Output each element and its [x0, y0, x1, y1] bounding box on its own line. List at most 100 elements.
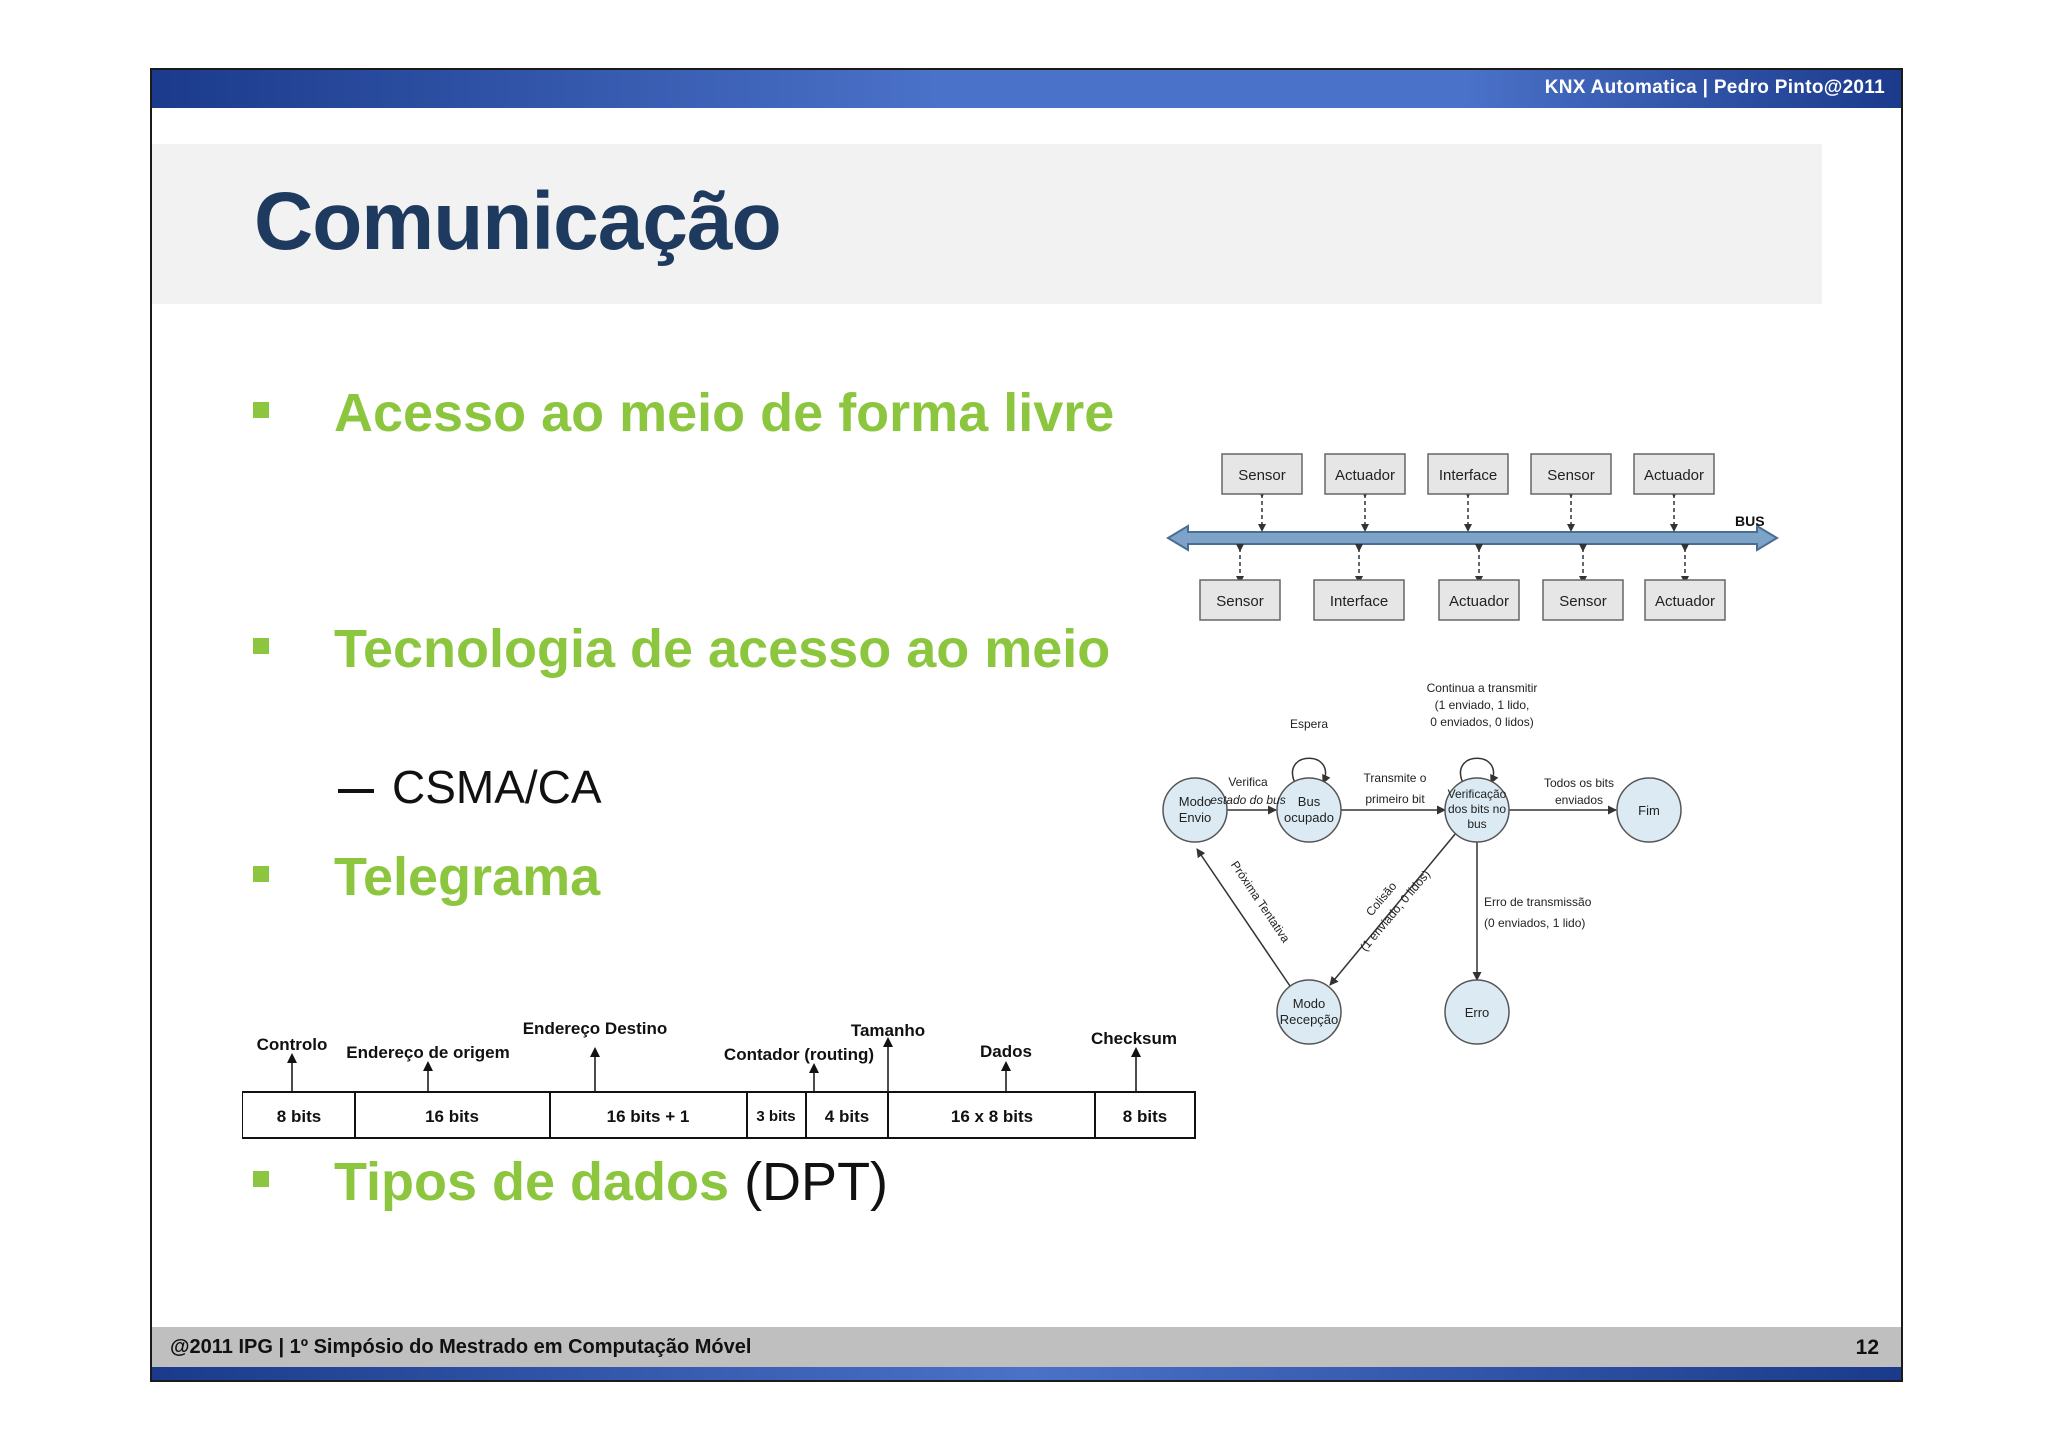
- telegram-field: Endereço de origem: [346, 1043, 510, 1092]
- bus-device: Sensor: [1199, 544, 1281, 621]
- label-todos: enviados: [1555, 793, 1603, 807]
- device-label: Sensor: [1216, 593, 1264, 610]
- bus-device: Actuador: [1438, 544, 1520, 621]
- bullet-marker: [253, 1171, 269, 1187]
- field-label: Endereço de origem: [346, 1043, 509, 1062]
- bus-device: Actuador: [1324, 453, 1406, 532]
- device-label: Actuador: [1449, 593, 1509, 610]
- telegram-field: Dados: [980, 1042, 1032, 1092]
- bus-device: Sensor: [1542, 544, 1624, 621]
- state-verificacao: Verificação dos bits no bus: [1444, 777, 1510, 843]
- field-label: Checksum: [1091, 1029, 1177, 1048]
- bullet-marker: [253, 402, 269, 418]
- state-fim: Fim: [1616, 777, 1682, 843]
- state-label: Erro: [1465, 1005, 1490, 1020]
- page-number: 12: [1855, 1336, 1879, 1359]
- bus-line: [1166, 524, 1779, 552]
- header-bar: [152, 70, 1901, 108]
- bus-device: Actuador: [1633, 453, 1715, 532]
- label-erro-transmissao: (0 enviados, 1 lido): [1484, 916, 1585, 930]
- bullet-text: Telegrama: [334, 847, 601, 907]
- self-loop-arrow: [1459, 757, 1499, 784]
- bus-device: Actuador: [1644, 544, 1726, 621]
- label-todos: Todos os bits: [1544, 776, 1614, 790]
- bus-device: Sensor: [1530, 453, 1612, 532]
- footer-line: [152, 1367, 1901, 1380]
- bus-device: Interface: [1313, 544, 1405, 621]
- bus-device: Interface: [1427, 453, 1509, 532]
- field-label: Dados: [980, 1042, 1032, 1061]
- self-loop-arrow: [1291, 757, 1331, 784]
- transition-arrow: [1329, 832, 1457, 986]
- footer-bar: [152, 1327, 1901, 1367]
- label-verifica: estado do bus: [1210, 793, 1285, 807]
- label-verifica: Verifica: [1228, 775, 1268, 789]
- bullet-text: Acesso ao meio de forma livre: [334, 383, 1115, 443]
- field-label: Tamanho: [851, 1021, 925, 1040]
- label-continua: 0 enviados, 0 lidos): [1430, 715, 1533, 729]
- telegram-field: Tamanho: [851, 1021, 925, 1092]
- telegram-cell: 8 bits: [277, 1107, 321, 1126]
- dash-marker: [338, 788, 374, 793]
- label-colisao: Colisão (1 enviado, 0 lidos): [1357, 867, 1433, 954]
- field-label: Controlo: [257, 1035, 328, 1054]
- device-label: Actuador: [1644, 467, 1704, 484]
- transition-arrow: [1196, 848, 1291, 987]
- slide-title: Comunicação: [254, 176, 782, 267]
- telegram-field: Contador (routing): [724, 1045, 874, 1092]
- label-continua: (1 enviado, 1 lido,: [1435, 698, 1530, 712]
- bullet-suffix: (DPT): [744, 1152, 889, 1212]
- field-label: Contador (routing): [724, 1045, 874, 1064]
- telegram-cell: 16 bits + 1: [607, 1107, 690, 1126]
- state-diagram: Modo Envio Bus ocupado Verificação dos b…: [1162, 681, 1682, 1045]
- header-text: KNX Automatica | Pedro Pinto@2011: [1544, 77, 1885, 98]
- device-label: Interface: [1330, 593, 1388, 610]
- bullet-marker: [253, 866, 269, 882]
- device-label: Actuador: [1655, 593, 1715, 610]
- bullet-marker: [253, 638, 269, 654]
- label-transmite: primeiro bit: [1365, 792, 1425, 806]
- sub-bullet-text: CSMA/CA: [392, 761, 602, 813]
- state-label: Recepção: [1280, 1012, 1339, 1027]
- label-erro-transmissao: Erro de transmissão: [1484, 895, 1592, 909]
- device-label: Sensor: [1559, 593, 1607, 610]
- label-transmite: Transmite o: [1364, 771, 1427, 785]
- bus-label: BUS: [1735, 513, 1765, 529]
- bus-device: Sensor: [1221, 453, 1303, 532]
- state-label: Verificação: [1448, 787, 1507, 801]
- label-continua: Continua a transmitir: [1427, 681, 1538, 695]
- sub-bullet-csma: CSMA/CA: [338, 760, 602, 814]
- telegram-cell: 16 bits: [425, 1107, 479, 1126]
- state-modo-envio: Modo Envio: [1162, 777, 1228, 843]
- label-espera: Espera: [1290, 717, 1328, 731]
- state-bus-ocupado: Bus ocupado: [1276, 777, 1342, 843]
- state-label: Modo: [1293, 996, 1326, 1011]
- label-proxima: Próxima Tentativa: [1228, 858, 1293, 945]
- device-label: Sensor: [1547, 467, 1595, 484]
- bus-diagram: BUS Sensor Actuador Interface Sensor Act…: [1166, 453, 1779, 621]
- telegram-field: Endereço Destino: [523, 1019, 668, 1092]
- field-label: Endereço Destino: [523, 1019, 668, 1038]
- state-label: Fim: [1638, 803, 1660, 818]
- state-erro: Erro: [1444, 979, 1510, 1045]
- telegram-diagram: Controlo Endereço de origem Endereço Des…: [242, 1019, 1196, 1139]
- state-label: Bus: [1298, 794, 1321, 809]
- telegram-cell: 3 bits: [756, 1108, 795, 1125]
- telegram-cell: 8 bits: [1123, 1107, 1167, 1126]
- slide: KNX Automatica | Pedro Pinto@2011 Comuni…: [150, 68, 1903, 1382]
- footer-text: @2011 IPG | 1º Simpósio do Mestrado em C…: [170, 1336, 752, 1358]
- telegram-field: Checksum: [1091, 1029, 1177, 1092]
- label-proxima-text: Próxima Tentativa: [1228, 858, 1293, 945]
- bullet-text: Tecnologia de acesso ao meio: [334, 619, 1111, 679]
- title-band: [152, 144, 1822, 304]
- state-label: ocupado: [1284, 810, 1334, 825]
- state-label: bus: [1467, 817, 1486, 831]
- device-label: Sensor: [1238, 467, 1286, 484]
- device-label: Interface: [1439, 467, 1497, 484]
- telegram-cell: 16 x 8 bits: [951, 1107, 1033, 1126]
- state-label: dos bits no: [1448, 802, 1506, 816]
- telegram-field: Controlo: [257, 1035, 328, 1092]
- telegram-bar: 8 bits 16 bits 16 bits + 1 3 bits 4 bits…: [242, 1091, 1196, 1139]
- state-label: Modo: [1179, 794, 1212, 809]
- state-modo-recepcao: Modo Recepção: [1276, 979, 1342, 1045]
